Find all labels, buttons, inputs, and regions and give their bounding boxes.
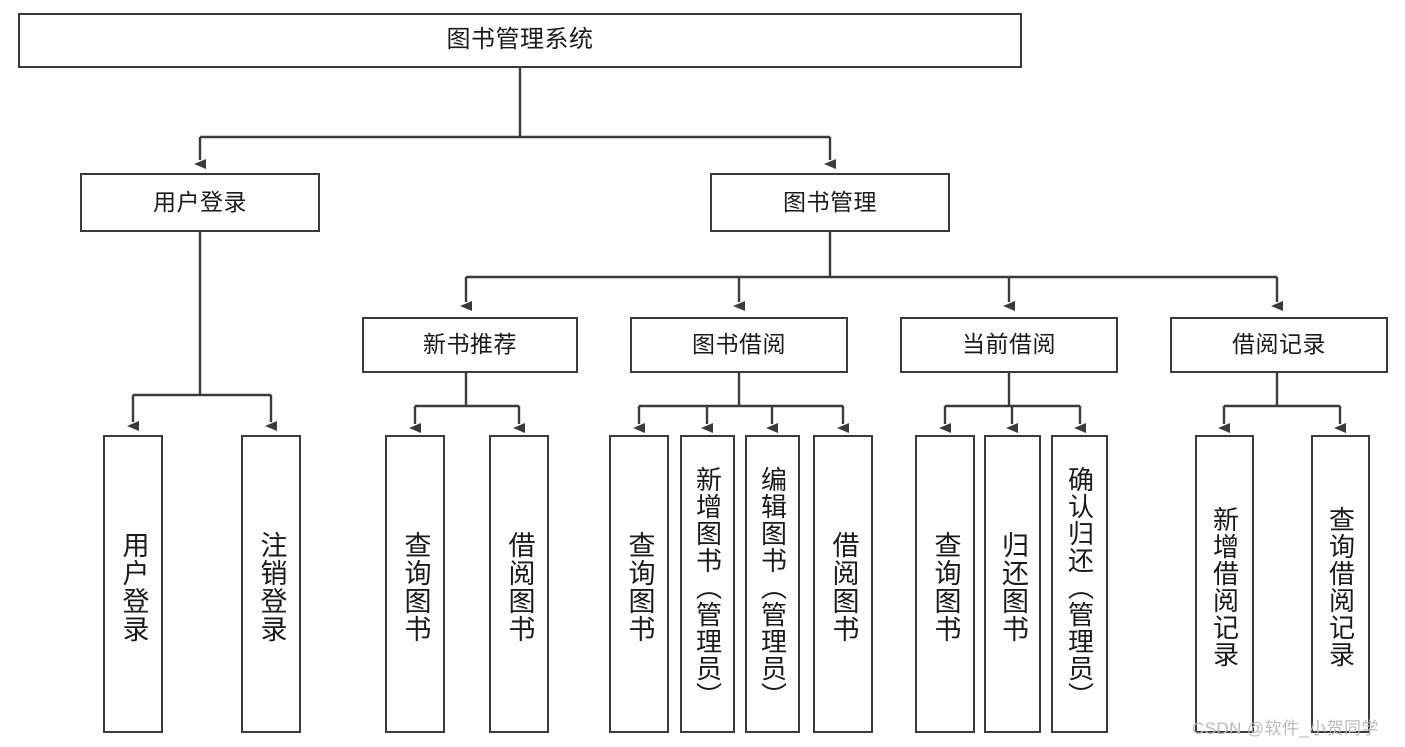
node-current-borrow-label: 当前借阅 — [962, 331, 1056, 358]
leaf-borrow-book-2[interactable]: 借阅图书 — [813, 435, 873, 733]
leaf-user-logout-label: 注销登录 — [256, 531, 287, 643]
leaf-query-record[interactable]: 查询借阅记录 — [1311, 435, 1370, 733]
leaf-confirm-return[interactable]: 确认归还（管理员） — [1051, 435, 1108, 733]
node-root-label: 图书管理系统 — [446, 26, 594, 54]
node-borrow-record-label: 借阅记录 — [1232, 331, 1326, 358]
leaf-return-book-label: 归还图书 — [998, 531, 1028, 643]
node-root[interactable]: 图书管理系统 — [18, 13, 1022, 68]
node-user-login-label: 用户登录 — [153, 188, 247, 215]
leaf-borrow-book-1-label: 借阅图书 — [504, 531, 535, 643]
node-book-manage-label: 图书管理 — [783, 188, 877, 215]
leaf-user-login-label: 用户登录 — [118, 531, 149, 643]
leaf-query-book-1-label: 查询图书 — [400, 531, 431, 643]
leaf-confirm-return-label: 确认归还（管理员） — [1064, 465, 1095, 709]
leaf-query-book-2-label: 查询图书 — [624, 531, 655, 643]
node-book-borrow[interactable]: 图书借阅 — [630, 317, 848, 373]
node-current-borrow[interactable]: 当前借阅 — [900, 317, 1118, 373]
leaf-query-book-3-label: 查询图书 — [930, 531, 961, 643]
leaf-add-record-label: 新增借阅记录 — [1209, 506, 1240, 668]
leaf-user-logout[interactable]: 注销登录 — [241, 435, 301, 733]
node-book-borrow-label: 图书借阅 — [692, 331, 786, 358]
leaf-borrow-book-2-label: 借阅图书 — [828, 531, 859, 643]
node-new-book-recommend-label: 新书推荐 — [423, 331, 517, 358]
leaf-query-record-label: 查询借阅记录 — [1325, 506, 1356, 668]
node-book-manage[interactable]: 图书管理 — [710, 173, 950, 232]
node-new-book-recommend[interactable]: 新书推荐 — [362, 317, 578, 373]
leaf-return-book[interactable]: 归还图书 — [984, 435, 1041, 733]
leaf-add-record[interactable]: 新增借阅记录 — [1195, 435, 1254, 733]
leaf-borrow-book-1[interactable]: 借阅图书 — [489, 435, 549, 733]
leaf-edit-book-label: 编辑图书（管理员） — [757, 465, 788, 709]
leaf-query-book-2[interactable]: 查询图书 — [609, 435, 669, 733]
leaf-user-login[interactable]: 用户登录 — [103, 435, 163, 733]
node-user-login[interactable]: 用户登录 — [80, 173, 320, 232]
leaf-add-book[interactable]: 新增图书（管理员） — [680, 435, 735, 733]
leaf-add-book-label: 新增图书（管理员） — [692, 465, 723, 709]
leaf-query-book-1[interactable]: 查询图书 — [385, 435, 445, 733]
node-borrow-record[interactable]: 借阅记录 — [1170, 317, 1388, 373]
leaf-edit-book[interactable]: 编辑图书（管理员） — [745, 435, 800, 733]
watermark: CSDN @软件_小贺同学 — [1192, 719, 1379, 738]
leaf-query-book-3[interactable]: 查询图书 — [915, 435, 975, 733]
